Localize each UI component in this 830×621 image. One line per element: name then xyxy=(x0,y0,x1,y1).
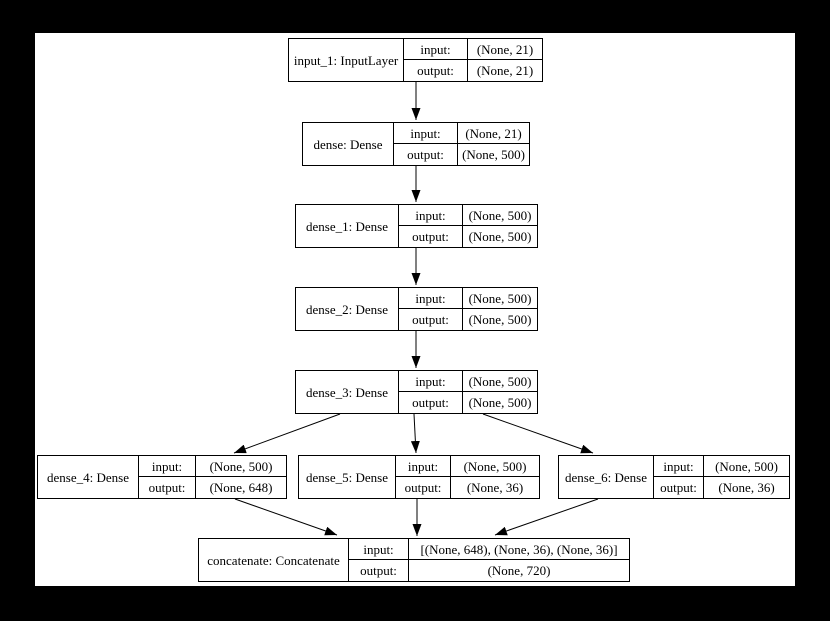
layer-name: dense_1: Dense xyxy=(296,205,399,247)
output-label: output: xyxy=(349,560,409,581)
input-label: input: xyxy=(394,123,458,144)
output-shape: (None, 500) xyxy=(468,395,532,410)
input-shape: (None, 500) xyxy=(196,456,286,477)
input-shape: (None, 500) xyxy=(451,456,539,477)
layer-node-dense-4: dense_4: Dense input: (None, 500) output… xyxy=(37,455,287,499)
input-shape: (None, 500) xyxy=(463,371,537,392)
layer-name: dense_4: Dense xyxy=(38,456,139,498)
output-shape: (None, 36) xyxy=(466,480,524,495)
input-shape: (None, 500) xyxy=(463,205,537,226)
output-shape: (None, 500) xyxy=(462,147,525,162)
layer-node-dense-1: dense_1: Dense input: (None, 500) output… xyxy=(295,204,538,248)
input-label: input: xyxy=(396,456,451,477)
input-shape: (None, 21) xyxy=(458,123,529,144)
layer-name: input_1: InputLayer xyxy=(289,39,404,81)
layer-node-concatenate: concatenate: Concatenate input: [(None, … xyxy=(198,538,630,582)
edge-dense3-dense6 xyxy=(482,413,594,454)
input-shape: (None, 21) xyxy=(468,39,542,60)
input-label: input: xyxy=(349,539,409,560)
input-label: input: xyxy=(139,456,196,477)
layer-node-dense-6: dense_6: Dense input: (None, 500) output… xyxy=(558,455,790,499)
output-shape: (None, 21) xyxy=(476,63,534,78)
edge-dense6-concatenate xyxy=(494,498,599,536)
layer-name: dense: Dense xyxy=(303,123,394,165)
input-label: input: xyxy=(399,205,463,226)
output-label: output: xyxy=(399,309,463,330)
output-shape: (None, 648) xyxy=(209,480,273,495)
input-shape: [(None, 648), (None, 36), (None, 36)] xyxy=(409,539,629,560)
layer-name: concatenate: Concatenate xyxy=(199,539,349,581)
input-label: input: xyxy=(399,288,463,309)
edge-layer xyxy=(233,82,599,536)
output-shape: (None, 500) xyxy=(468,312,532,327)
input-label: input: xyxy=(654,456,704,477)
diagram-canvas: input_1: InputLayer input: (None, 21) ou… xyxy=(35,33,795,586)
layer-name: dense_6: Dense xyxy=(559,456,654,498)
edge-dense3-dense4 xyxy=(233,413,341,454)
output-label: output: xyxy=(404,60,468,81)
layer-node-input-1: input_1: InputLayer input: (None, 21) ou… xyxy=(288,38,543,82)
output-shape: (None, 36) xyxy=(718,480,775,495)
edge-dense4-concatenate xyxy=(234,498,338,536)
layer-node-dense-5: dense_5: Dense input: (None, 500) output… xyxy=(298,455,540,499)
output-label: output: xyxy=(654,477,704,498)
input-label: input: xyxy=(404,39,468,60)
output-shape: (None, 720) xyxy=(487,563,551,578)
output-label: output: xyxy=(394,144,458,165)
input-shape: (None, 500) xyxy=(463,288,537,309)
input-label: input: xyxy=(399,371,463,392)
output-label: output: xyxy=(399,392,463,413)
layer-node-dense: dense: Dense input: (None, 21) output: (… xyxy=(302,122,530,166)
output-label: output: xyxy=(399,226,463,247)
layer-name: dense_2: Dense xyxy=(296,288,399,330)
edge-dense3-dense5 xyxy=(410,413,420,454)
output-label: output: xyxy=(139,477,196,498)
input-shape: (None, 500) xyxy=(704,456,789,477)
layer-node-dense-3: dense_3: Dense input: (None, 500) output… xyxy=(295,370,538,414)
layer-name: dense_5: Dense xyxy=(299,456,396,498)
output-shape: (None, 500) xyxy=(468,229,532,244)
output-label: output: xyxy=(396,477,451,498)
layer-name: dense_3: Dense xyxy=(296,371,399,413)
layer-node-dense-2: dense_2: Dense input: (None, 500) output… xyxy=(295,287,538,331)
